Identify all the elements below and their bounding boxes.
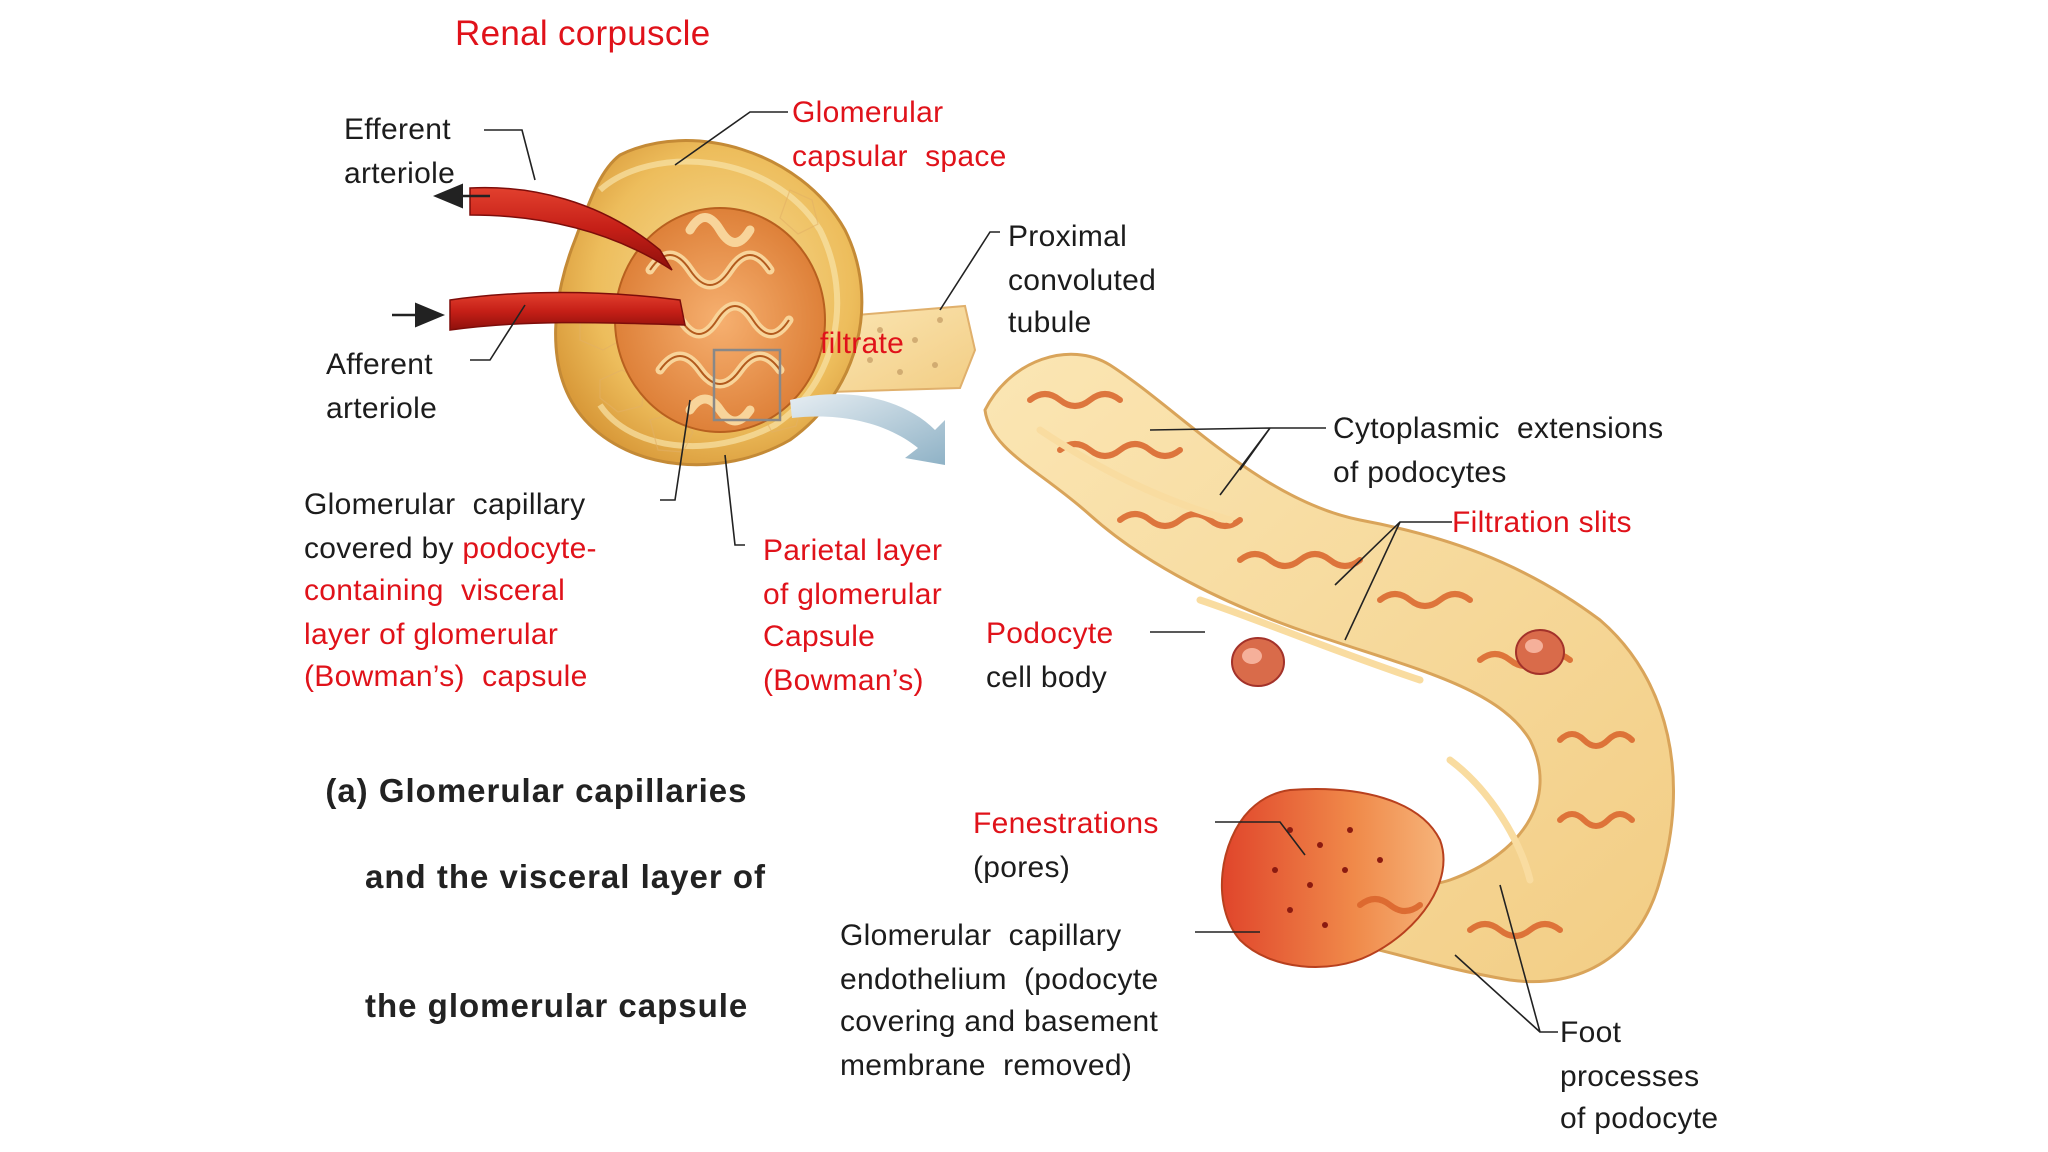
label-endothelium-line4: membrane removed) xyxy=(840,1049,1133,1082)
label-podocyte-line2: cell body xyxy=(986,661,1108,694)
label-parietal-layer-line3: Capsule xyxy=(763,620,876,653)
label-glomerular-capillary-line2: covered by podocyte- xyxy=(304,527,597,570)
tubule-cell-dots xyxy=(867,317,943,375)
label-filtration-slits: Filtration slits xyxy=(1452,506,1632,539)
caption-line2: and the visceral layer of xyxy=(365,858,767,895)
label-parietal-layer-line2: of glomerular xyxy=(763,578,942,611)
podocyte-nucleus xyxy=(1242,648,1262,664)
label-efferent-arteriole-line2: arteriole xyxy=(344,157,456,190)
label-endothelium-line3: covering and basement xyxy=(840,1005,1159,1038)
label-podocyte-line1: Podocyte xyxy=(986,617,1114,650)
label-glomerular-capillary-line2b: podocyte- xyxy=(462,532,597,565)
label-glomerular-capsular-space-line2: capsular space xyxy=(792,140,1007,173)
label-fenestrations-line2: (pores) xyxy=(973,851,1071,884)
label-parietal-layer-line4: (Bowman’s) xyxy=(763,664,924,697)
label-filtrate: filtrate xyxy=(820,327,905,360)
figure-caption: (a) Glomerular capillaries and the visce… xyxy=(305,726,766,1070)
caption-line3: the glomerular capsule xyxy=(365,987,749,1024)
label-endothelium-line2: endothelium (podocyte xyxy=(840,963,1159,996)
label-glomerular-capsular-space-line1: Glomerular xyxy=(792,96,944,129)
podocyte-nucleus-2 xyxy=(1525,639,1543,653)
label-proximal-tubule-line2: convoluted xyxy=(1008,264,1157,297)
label-cytoplasmic-extensions-line1: Cytoplasmic extensions xyxy=(1333,412,1664,445)
caption-line1: (a) Glomerular capillaries xyxy=(325,772,748,809)
zoom-box xyxy=(712,348,782,422)
label-glomerular-capillary-line2a: covered by xyxy=(304,532,463,565)
label-foot-processes-line1: Foot xyxy=(1560,1016,1622,1049)
bare-capillary-end xyxy=(1220,788,1445,968)
leader-lines xyxy=(470,111,1558,1033)
label-efferent-arteriole-line1: Efferent xyxy=(344,113,451,146)
label-glomerular-capillary-line3: containing visceral xyxy=(304,574,566,607)
afferent-arteriole xyxy=(449,291,686,331)
diagram-title: Renal corpuscle xyxy=(455,14,711,53)
label-afferent-arteriole-line2: arteriole xyxy=(326,392,438,425)
cytoplasmic-extension-ridges xyxy=(1036,426,1534,884)
label-afferent-arteriole-line1: Afferent xyxy=(326,348,433,381)
zoom-arrow xyxy=(790,394,945,465)
label-foot-processes-line2: processes xyxy=(1560,1060,1700,1093)
label-cytoplasmic-extensions-line2: of podocytes xyxy=(1333,456,1507,489)
label-proximal-tubule-line1: Proximal xyxy=(1008,220,1128,253)
label-glomerular-capillary-line5: (Bowman’s) capsule xyxy=(304,660,588,693)
label-endothelium-line1: Glomerular capillary xyxy=(840,919,1122,952)
parietal-layer-outline xyxy=(597,158,841,450)
podocyte-cell-body-2 xyxy=(1515,629,1565,675)
label-foot-processes-line3: of podocyte xyxy=(1560,1102,1719,1135)
label-fenestrations-line1: Fenestrations xyxy=(973,807,1159,840)
label-glomerular-capillary-line1: Glomerular capillary xyxy=(304,488,586,521)
label-parietal-layer-line1: Parietal layer xyxy=(763,534,943,567)
efferent-arteriole xyxy=(469,186,673,271)
label-glomerular-capillary-line4: layer of glomerular xyxy=(304,618,559,651)
fenestration-dots xyxy=(1272,827,1383,928)
label-proximal-tubule-line3: tubule xyxy=(1008,306,1092,339)
